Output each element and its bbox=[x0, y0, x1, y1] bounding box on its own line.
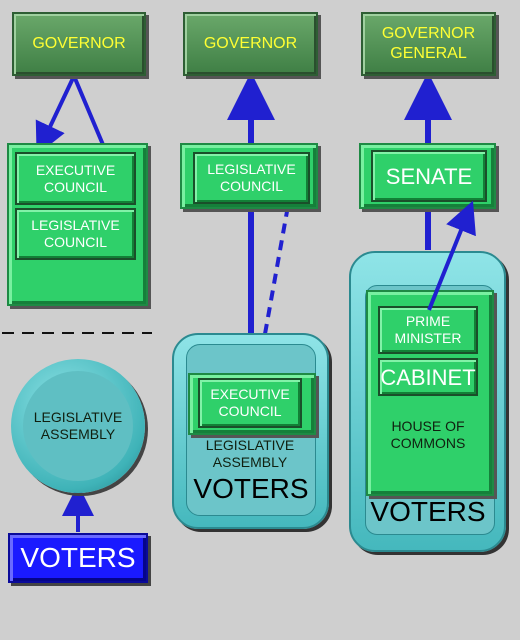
governor-label: GOVERNOR bbox=[32, 35, 126, 52]
legislative-council-box-col2: LEGISLATIVE COUNCIL bbox=[193, 152, 310, 204]
legislative-assembly-circle: LEGISLATIVE ASSEMBLY bbox=[11, 359, 145, 493]
executive-council-box: EXECUTIVE COUNCIL bbox=[15, 152, 136, 205]
legislative-council-label-col2: LEGISLATIVE COUNCIL bbox=[207, 161, 296, 194]
senate-box: SENATE bbox=[371, 150, 487, 202]
arrow-governor-to-executive bbox=[35, 75, 76, 156]
legislative-assembly-label: LEGISLATIVE ASSEMBLY bbox=[33, 409, 123, 442]
cabinet-label: CABINET bbox=[380, 364, 476, 390]
prime-minister-label: PRIME MINISTER bbox=[394, 313, 462, 346]
legislative-assembly-label-col2: LEGISLATIVE ASSEMBLY bbox=[205, 437, 295, 470]
house-of-commons-label: HOUSE OF COMMONS bbox=[390, 418, 466, 451]
prime-minister-box: PRIME MINISTER bbox=[378, 306, 478, 354]
governor-box-col2: GOVERNOR bbox=[183, 12, 318, 76]
legislative-council-label: LEGISLATIVE COUNCIL bbox=[31, 217, 120, 250]
cabinet-box: CABINET bbox=[378, 358, 478, 396]
governor-label-col2: GOVERNOR bbox=[203, 35, 298, 52]
executive-council-label-col2: EXECUTIVE COUNCIL bbox=[210, 386, 290, 419]
voters-label-col3: VOTERS bbox=[370, 496, 486, 527]
governor-box: GOVERNOR bbox=[12, 12, 146, 76]
governor-general-label: GOVERNOR GENERAL bbox=[381, 25, 476, 62]
voters-label-col2: VOTERS bbox=[193, 473, 309, 504]
legislative-council-box: LEGISLATIVE COUNCIL bbox=[15, 208, 136, 260]
voters-box-col1: VOTERS bbox=[8, 533, 148, 583]
executive-council-box-col2: EXECUTIVE COUNCIL bbox=[198, 378, 302, 428]
senate-label: SENATE bbox=[385, 163, 473, 189]
voters-label-col1: VOTERS bbox=[20, 542, 136, 573]
executive-council-label: EXECUTIVE COUNCIL bbox=[35, 161, 116, 195]
governor-general-box: GOVERNOR GENERAL bbox=[361, 12, 496, 76]
